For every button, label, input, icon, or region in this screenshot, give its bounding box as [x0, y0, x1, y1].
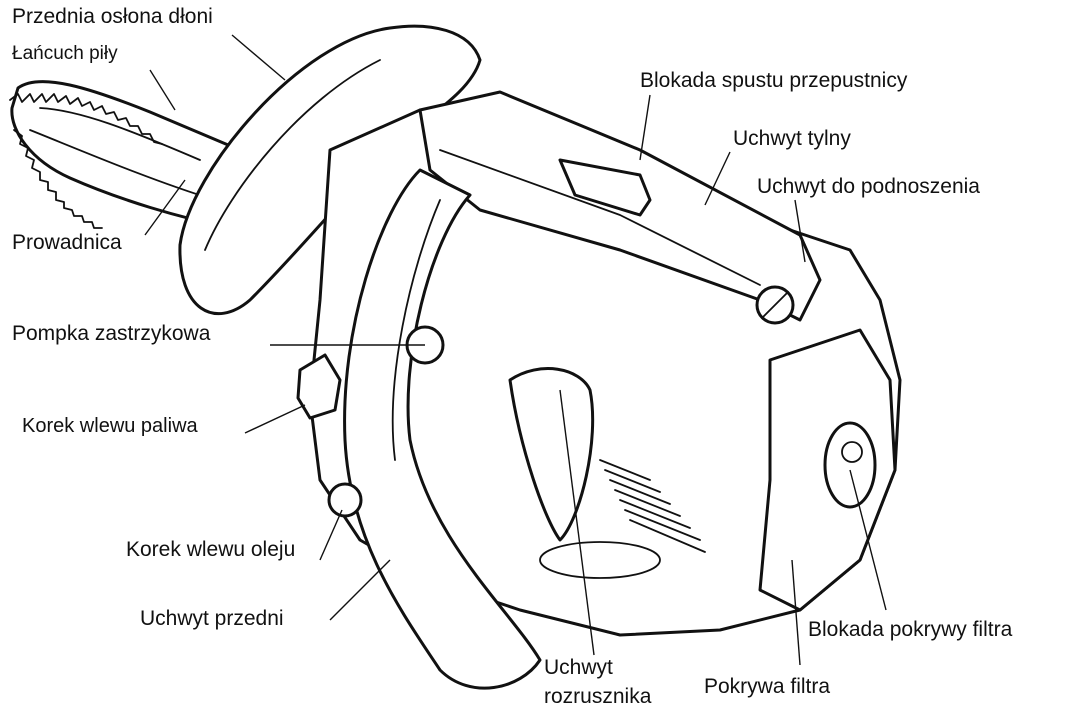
- label-fuel-cap: Korek wlewu paliwa: [22, 413, 198, 439]
- filter-cover-lock-shape: [825, 423, 875, 507]
- label-filter-cover-lock: Blokada pokrywy filtra: [808, 617, 1012, 643]
- label-front-handle: Uchwyt przedni: [140, 606, 284, 632]
- label-saw-chain: Łańcuch piły: [12, 41, 118, 67]
- label-oil-cap: Korek wlewu oleju: [126, 537, 295, 563]
- label-starter-handle-line2: rozrusznika: [544, 684, 651, 710]
- label-throttle-trigger-lock: Blokada spustu przepustnicy: [640, 68, 907, 94]
- label-guide-bar: Prowadnica: [12, 230, 122, 256]
- label-lifting-handle: Uchwyt do podnoszenia: [757, 174, 980, 200]
- label-front-hand-guard: Przednia osłona dłoni: [12, 4, 213, 30]
- label-rear-handle: Uchwyt tylny: [733, 126, 851, 152]
- label-filter-cover: Pokrywa filtra: [704, 674, 830, 700]
- label-primer-pump: Pompka zastrzykowa: [12, 321, 210, 347]
- label-starter-handle-line1: Uchwyt: [544, 655, 613, 681]
- oil-cap-shape: [329, 484, 361, 516]
- saw-chain-teeth: [10, 94, 162, 228]
